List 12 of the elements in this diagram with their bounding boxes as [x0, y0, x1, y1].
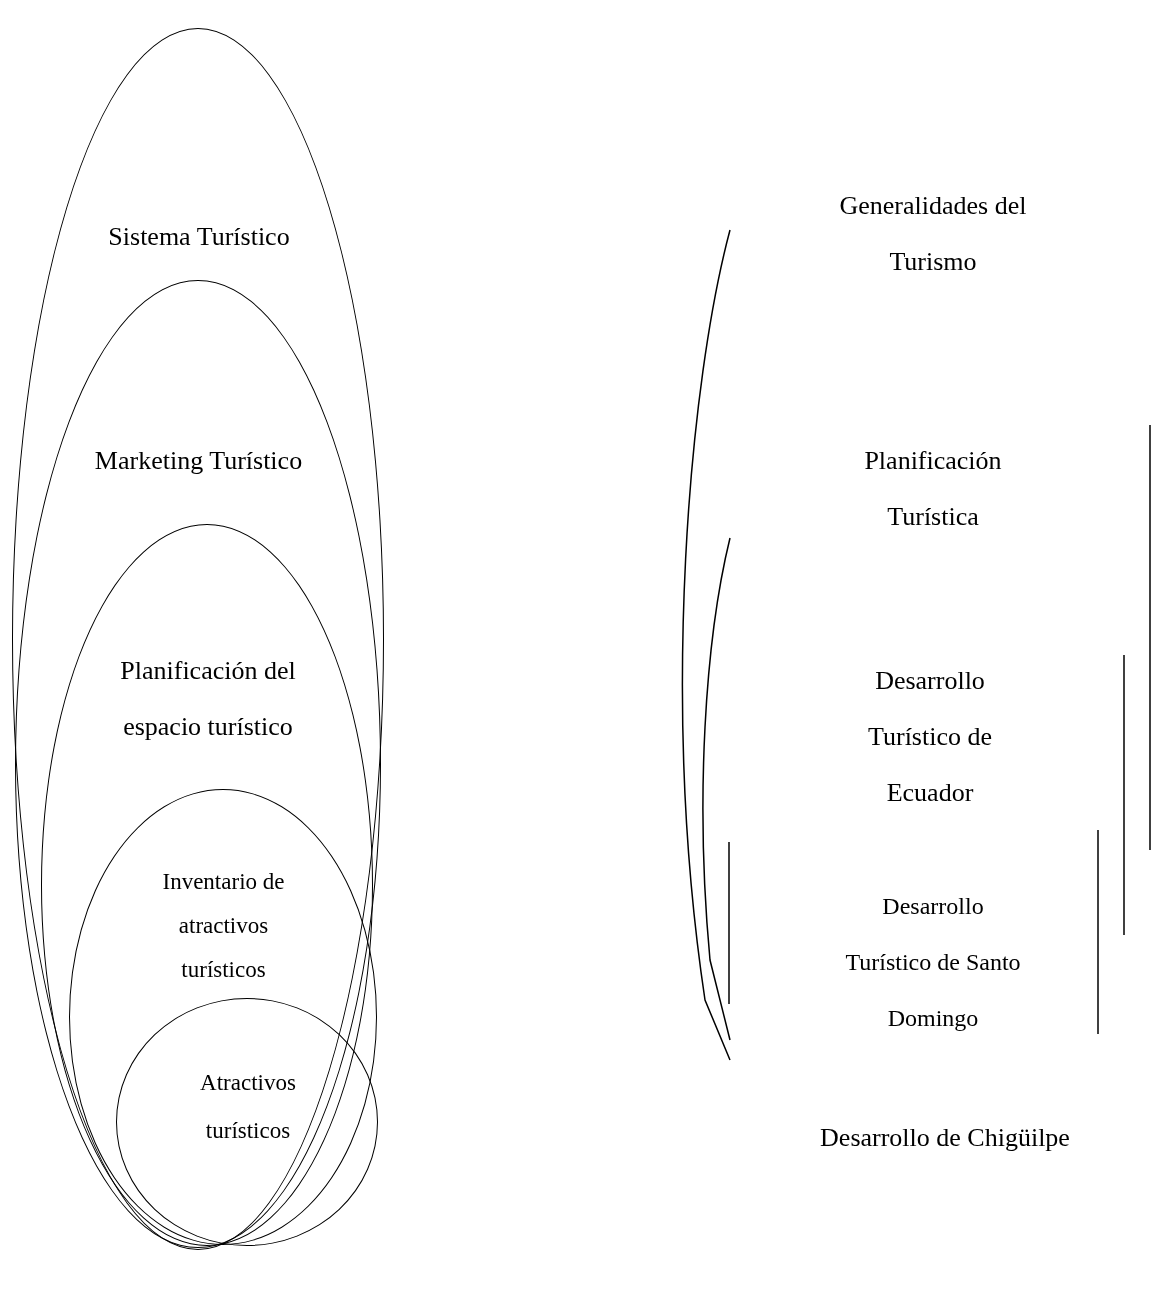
text-label: Planificación Turística: [863, 445, 1003, 533]
text-label: Desarrollo Turístico de Santo Domingo: [844, 892, 1022, 1033]
node-label: Planificación del espacio turístico: [119, 655, 297, 743]
node-label: Inventario de atractivos turísticos: [161, 867, 286, 984]
text-label: Desarrollo de Chigüilpe: [819, 1122, 1071, 1154]
text-label: Desarrollo Turístico de Ecuador: [867, 665, 993, 809]
node-label: Marketing Turístico: [93, 444, 304, 477]
node-label: Sistema Turístico: [107, 221, 291, 253]
node-label: Atractivos turísticos: [199, 1069, 297, 1145]
ellipse-node: [68, 788, 377, 1245]
text-label: Generalidades del Turismo: [838, 190, 1028, 278]
ellipse-node: [14, 279, 381, 1248]
